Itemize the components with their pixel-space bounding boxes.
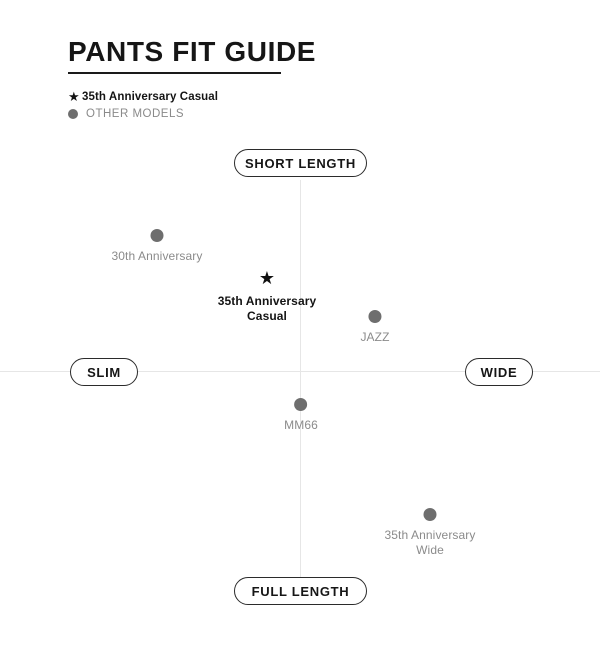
legend-item-highlight-label: 35th Anniversary Casual [82, 90, 219, 103]
title-underline-rule [68, 72, 281, 74]
data-point-label: JAZZ [360, 330, 390, 344]
circle-dot-icon [368, 310, 382, 323]
legend-item-highlight: ★ 35th Anniversary Casual [68, 89, 218, 104]
circle-dot-icon [68, 108, 82, 119]
legend-item-other-label: OTHER MODELS [86, 107, 185, 120]
legend-item-other: OTHER MODELS [68, 106, 218, 121]
axis-label-full-length: FULL LENGTH [234, 577, 367, 605]
axis-vertical-line [300, 180, 301, 578]
axis-horizontal-line [0, 371, 600, 372]
star-icon: ★ [68, 89, 80, 104]
data-point-30th-anniversary[interactable]: 30th Anniversary [112, 229, 203, 264]
data-point-label: 30th Anniversary [111, 249, 203, 263]
data-point-label: 35th Anniversary Casual [217, 294, 317, 323]
axis-label-wide: WIDE [465, 358, 533, 386]
circle-dot-icon [423, 508, 437, 521]
data-point-mm66[interactable]: MM66 [284, 398, 318, 433]
star-icon: ★ [258, 268, 276, 288]
data-point-35th-anniversary-casual[interactable]: ★ 35th Anniversary Casual [217, 268, 317, 324]
data-point-jazz[interactable]: JAZZ [360, 310, 389, 345]
title-block: PANTS FIT GUIDE [68, 38, 488, 74]
legend: ★ 35th Anniversary Casual OTHER MODELS [68, 89, 218, 123]
circle-dot-icon [150, 229, 164, 242]
data-point-label: MM66 [284, 418, 318, 432]
axis-label-short-length: SHORT LENGTH [234, 149, 367, 177]
circle-dot-icon [294, 398, 308, 411]
axis-label-slim: SLIM [70, 358, 138, 386]
page-title: PANTS FIT GUIDE [68, 36, 317, 67]
data-point-label: 35th Anniversary Wide [384, 528, 476, 557]
data-point-35th-anniversary-wide[interactable]: 35th Anniversary Wide [385, 508, 476, 558]
